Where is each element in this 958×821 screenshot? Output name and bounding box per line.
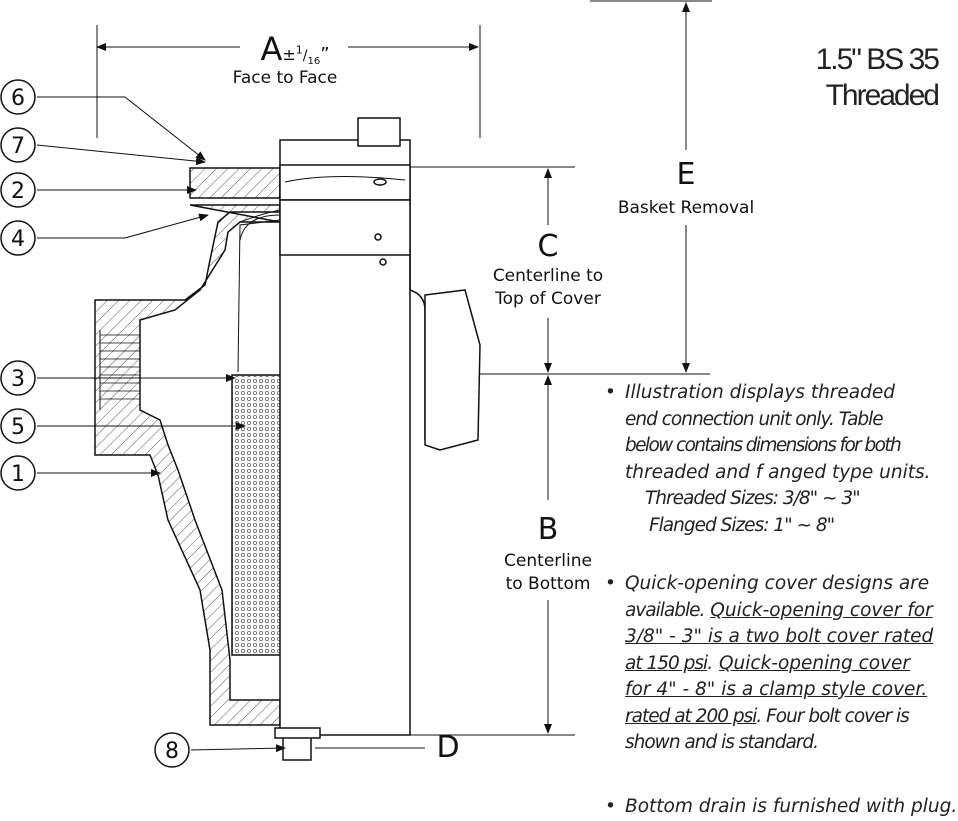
note-1-line: end connection unit only. Table xyxy=(625,408,884,430)
note-2-text: available. xyxy=(625,599,705,621)
note-2-text: for 4" - 8" is a clamp style cover. xyxy=(625,679,928,700)
note-1-line: below contains dimensions for both xyxy=(625,435,902,456)
dim-a-desc: Face to Face xyxy=(232,68,338,88)
note-1-line: threaded and f anged type units. xyxy=(625,461,931,483)
callout-3: 3 xyxy=(11,367,25,392)
note-2-text: . Four bolt cover is xyxy=(756,705,909,727)
callout-1: 1 xyxy=(11,462,25,487)
callout-5: 5 xyxy=(11,415,25,440)
note-2-line: Quick-opening cover designs are xyxy=(625,573,930,594)
callout-7: 7 xyxy=(11,134,25,159)
note-2-text: . xyxy=(707,652,714,674)
dim-a-tol-unit: ” xyxy=(320,44,330,65)
callout-4: 4 xyxy=(11,227,25,252)
callout-6: 6 xyxy=(11,86,25,111)
dim-c-desc-1: Centerline to xyxy=(492,266,604,286)
note-2-text: shown and is standard. xyxy=(625,732,819,753)
dim-b-desc-2: to Bottom xyxy=(505,574,591,594)
dim-b-letter: B xyxy=(537,512,559,547)
dim-b-desc: Centerline to Bottom xyxy=(488,550,608,596)
bullet: • xyxy=(605,382,616,403)
dim-a-tol: ± xyxy=(282,45,296,64)
note-1: • Illustration displays threaded end con… xyxy=(605,380,958,539)
note-3: • Bottom drain is furnished with plug. xyxy=(605,794,958,821)
flanged-sizes: Flanged Sizes: 1" ~ 8" xyxy=(649,514,835,536)
dimension-a-label: A±1/16” xyxy=(260,30,330,68)
callout-2: 2 xyxy=(11,179,25,204)
callout-8: 8 xyxy=(165,739,179,764)
note-2-text: 3/8" - 3" is a two bolt cover rated xyxy=(625,626,934,647)
title-line-2: Threaded xyxy=(825,79,940,112)
dim-d-letter: D xyxy=(436,730,460,765)
title-line-1: 1.5" BS 35 xyxy=(815,43,940,76)
dim-c-desc-2: Top of Cover xyxy=(495,289,601,309)
note-2-text: Quick-opening cover xyxy=(718,652,911,674)
dim-e-desc: Basket Removal xyxy=(617,198,755,218)
dim-a-tol-den: 16 xyxy=(307,56,321,68)
bullet: • xyxy=(605,796,616,817)
dim-e-letter: E xyxy=(676,157,696,192)
dim-c-desc: Centerline to Top of Cover xyxy=(478,265,618,311)
note-3-line: Bottom drain is furnished with plug. xyxy=(625,796,958,817)
note-2: • Quick-opening cover designs are availa… xyxy=(605,571,958,757)
note-2-text: at 150 psi xyxy=(625,652,708,674)
threaded-sizes: Threaded Sizes: 3/8" ~ 3" xyxy=(645,488,861,509)
bullet: • xyxy=(605,573,616,594)
note-2-text: rated at 200 psi xyxy=(625,705,757,727)
model-title: 1.5" BS 35 Threaded xyxy=(815,42,940,114)
dim-a-tol-num: 1 xyxy=(295,43,303,57)
dim-c-letter: C xyxy=(537,229,559,264)
note-1-line: Illustration displays threaded xyxy=(625,382,895,403)
dim-b-desc-1: Centerline xyxy=(504,551,592,571)
dim-a-letter: A xyxy=(260,30,283,68)
note-2-text: Quick-opening cover for xyxy=(710,599,933,621)
